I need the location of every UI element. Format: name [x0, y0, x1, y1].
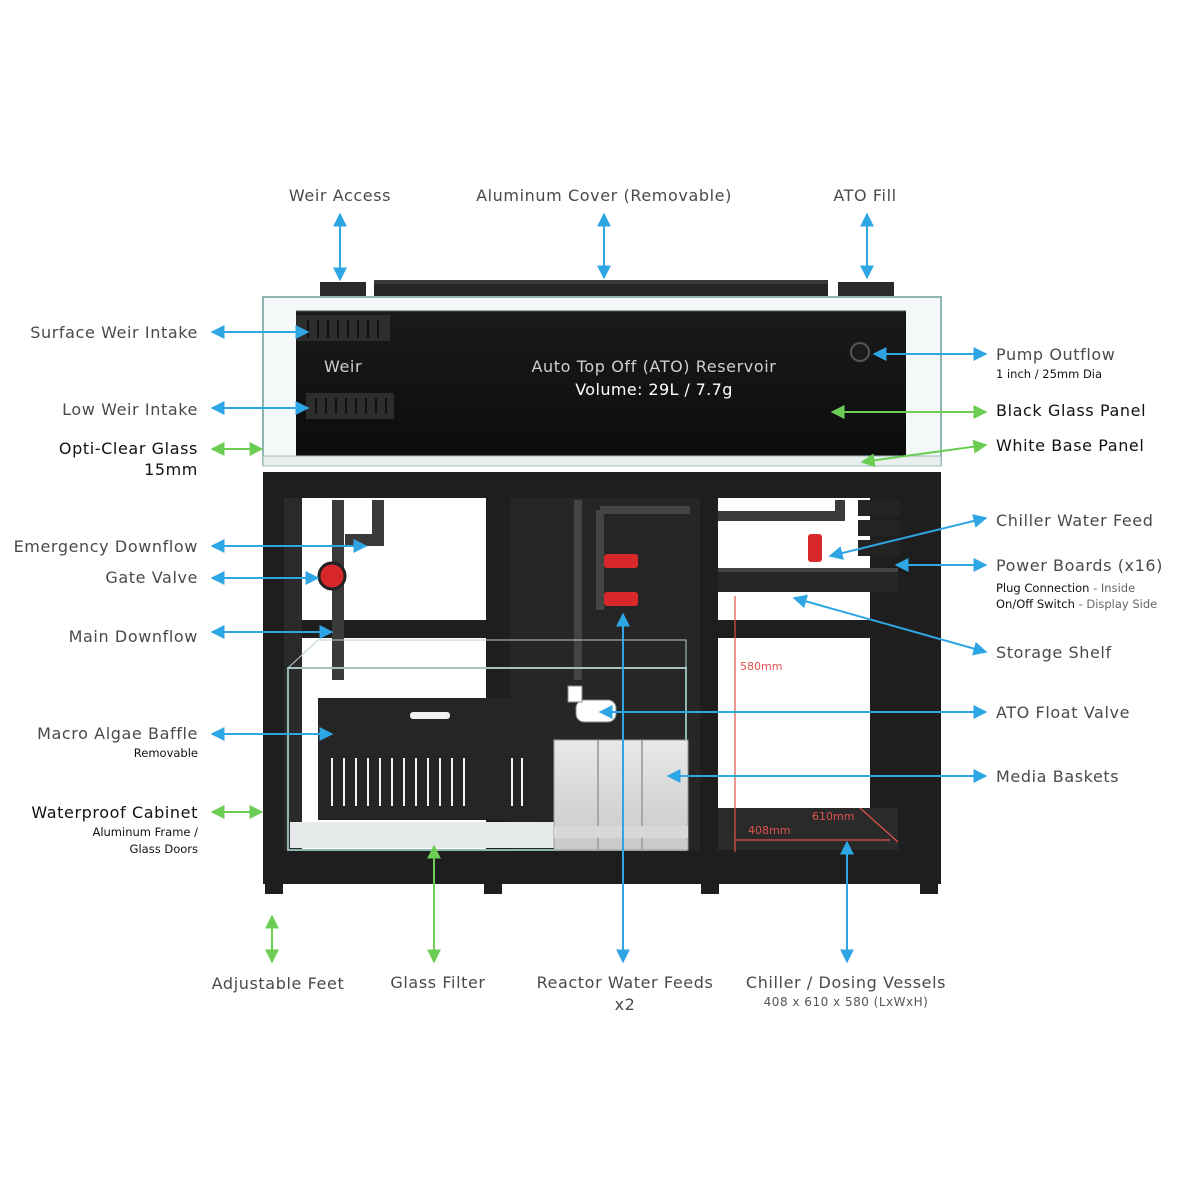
chiller-water-feed-label: Chiller Water Feed: [996, 511, 1154, 530]
reactor-plumbing: [574, 500, 690, 680]
pump-outflow-fitting: [850, 342, 870, 362]
opti-clear-glass-thickness: 15mm: [144, 460, 198, 479]
reactor-water-feeds-label: Reactor Water Feeds: [536, 973, 714, 992]
adjustable-feet-label: Adjustable Feet: [211, 974, 345, 993]
black-glass-panel-label: Black Glass Panel: [996, 401, 1147, 420]
dimension-height: 580mm: [740, 660, 783, 673]
reservoir-volume: Volume: 29L / 7.7g: [575, 380, 733, 399]
chiller-dosing-vessels-label: Chiller / Dosing Vessels: [745, 973, 947, 992]
pump-outflow-label: Pump Outflow: [996, 345, 1116, 364]
surface-weir-intake-label: Surface Weir Intake: [30, 323, 198, 342]
ato-fill-label: ATO Fill: [833, 186, 897, 205]
storage-shelf-label: Storage Shelf: [996, 643, 1112, 662]
reactor-valve: [604, 554, 638, 568]
dimension-lines: [734, 596, 899, 852]
media-baskets-label: Media Baskets: [996, 767, 1120, 786]
reactor-water-feeds-count: x2: [614, 995, 636, 1014]
opti-clear-glass-label: Opti-Clear Glass: [58, 439, 198, 458]
gate-valve-label: Gate Valve: [105, 568, 198, 587]
adjustable-foot: [701, 882, 719, 894]
macro-algae-baffle-note: Removable: [133, 746, 198, 760]
aluminum-cover-label: Aluminum Cover (Removable): [476, 186, 732, 205]
weir-overlay-label: Weir: [324, 357, 363, 376]
gate-valve: [317, 561, 347, 591]
ato-float-valve-label: ATO Float Valve: [996, 703, 1131, 722]
waterproof-cabinet-note2: Glass Doors: [129, 842, 198, 856]
dimension-width: 610mm: [812, 810, 855, 823]
waterproof-cabinet-note1: Aluminum Frame /: [92, 825, 198, 839]
dimension-length: 408mm: [748, 824, 791, 837]
adjustable-foot: [920, 882, 938, 894]
plug-connection-note: Plug Connection - Inside: [996, 581, 1136, 595]
weir-access-label: Weir Access: [288, 186, 392, 205]
adjustable-foot: [484, 882, 502, 894]
storage-shelf: [718, 568, 898, 592]
pump-outflow-note: 1 inch / 25mm Dia: [996, 367, 1103, 381]
macro-algae-baffle-label: Macro Algae Baffle: [37, 724, 198, 743]
main-downflow-label: Main Downflow: [68, 627, 198, 646]
surface-weir-intake: [296, 315, 390, 341]
black-glass-panel: [296, 311, 906, 456]
reactor-valve: [604, 592, 638, 606]
waterproof-cabinet-label: Waterproof Cabinet: [31, 803, 198, 822]
white-base-panel: [262, 455, 942, 467]
callout-arrows: [210, 212, 988, 964]
media-baskets: [553, 739, 689, 851]
glass-filter-label: Glass Filter: [390, 973, 486, 992]
chiller-valve: [808, 534, 822, 562]
chiller-dosing-dims: 408 x 610 x 580 (LxWxH): [763, 995, 929, 1009]
reservoir-title: Auto Top Off (ATO) Reservoir: [531, 357, 777, 376]
onoff-switch-note: On/Off Switch - Display Side: [996, 597, 1158, 611]
low-weir-intake: [306, 393, 394, 419]
adjustable-foot: [265, 882, 283, 894]
display-tank: [262, 280, 942, 467]
power-boards-label: Power Boards (x16): [996, 556, 1164, 575]
emergency-downflow-label: Emergency Downflow: [13, 537, 198, 556]
white-base-panel-label: White Base Panel: [996, 436, 1145, 455]
macro-algae-baffle: [318, 698, 534, 820]
low-weir-intake-label: Low Weir Intake: [62, 400, 198, 419]
